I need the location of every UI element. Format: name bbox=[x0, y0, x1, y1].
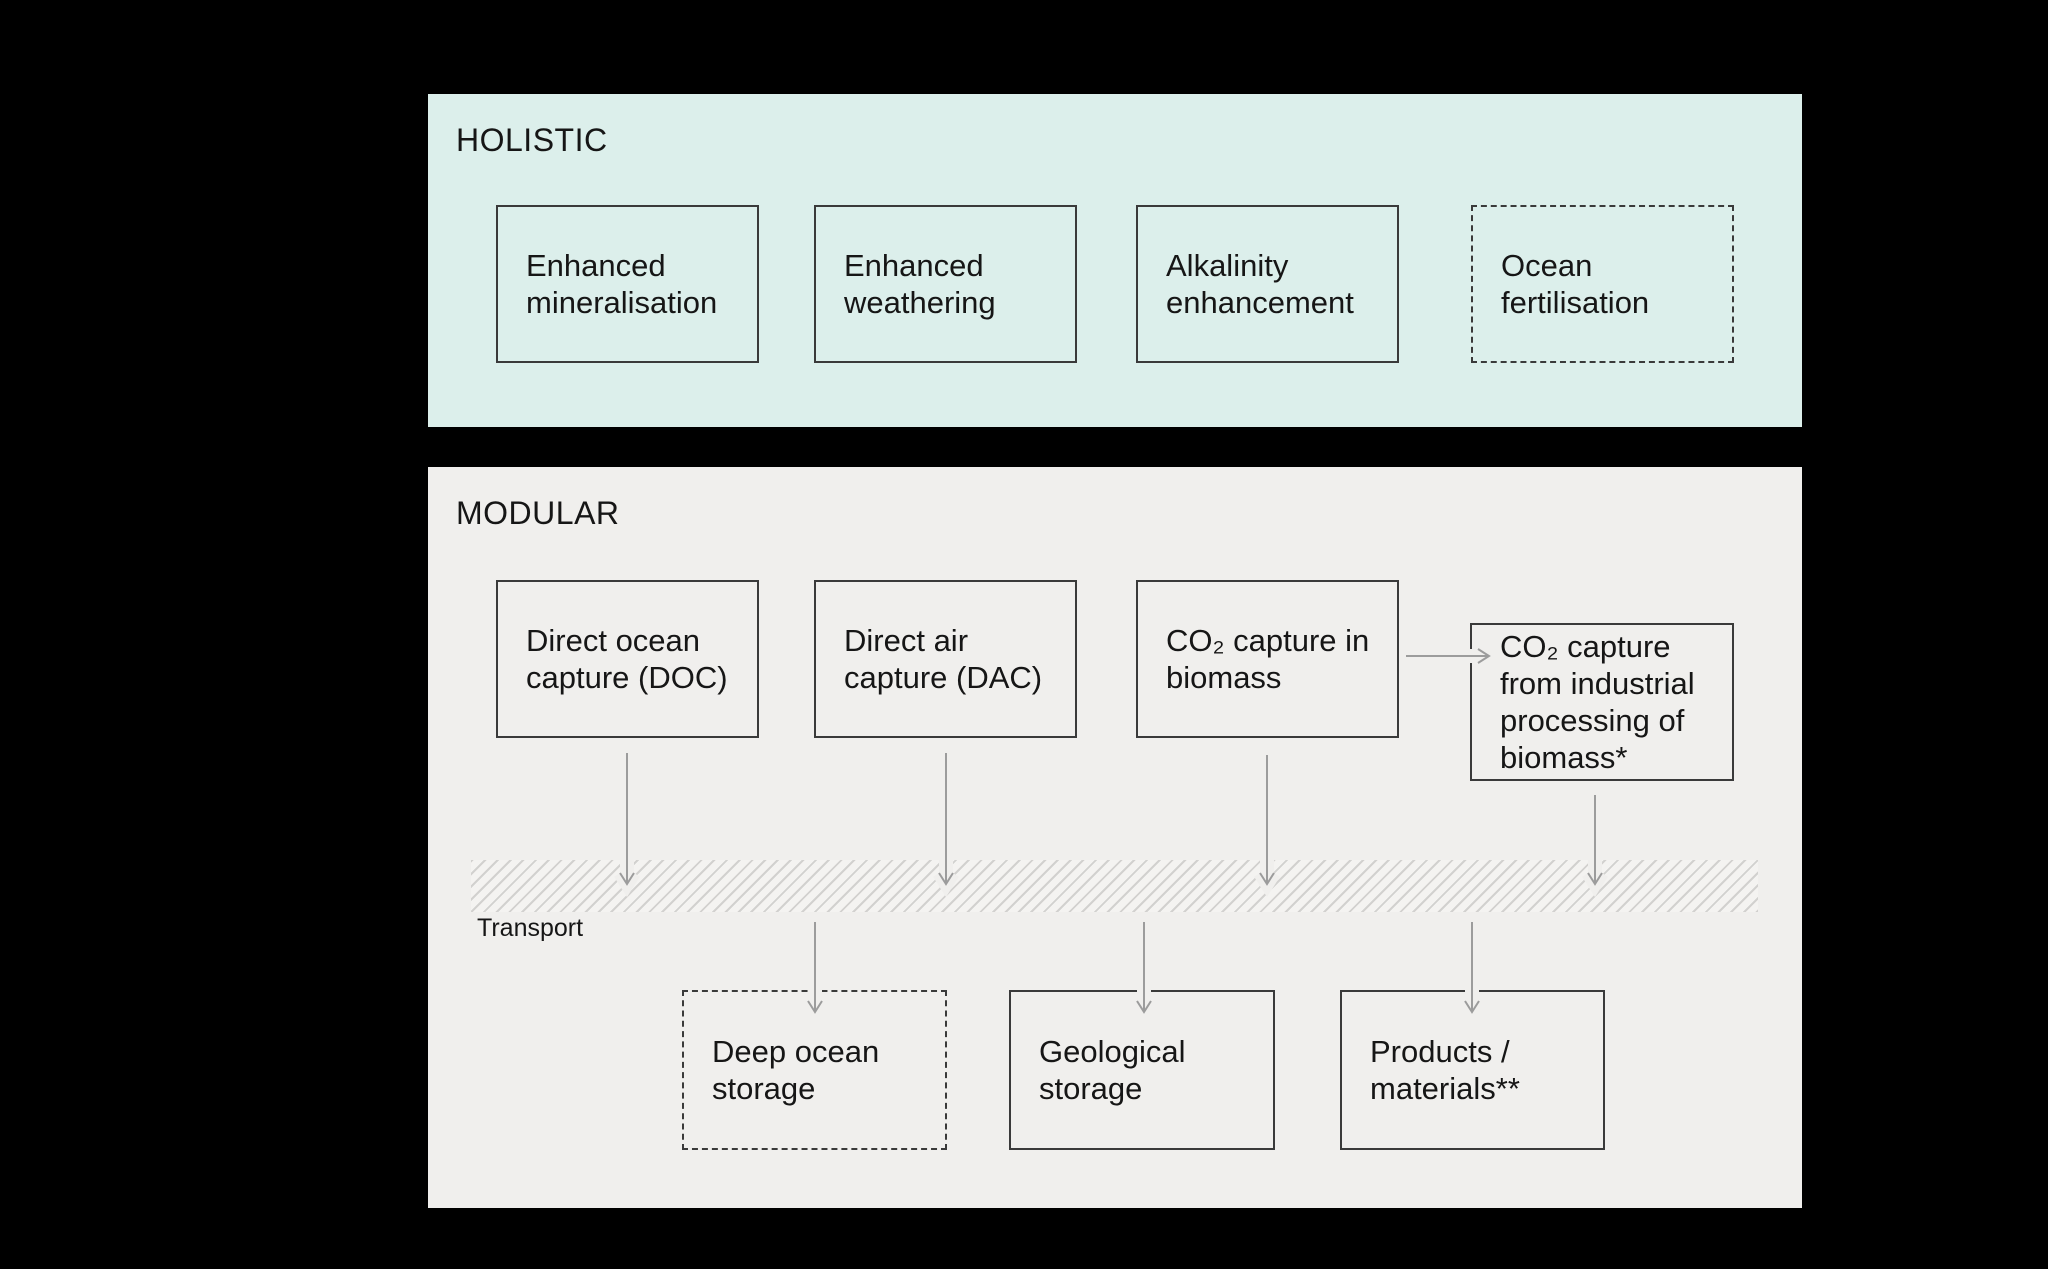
box-enhanced-weathering: Enhanced weathering bbox=[814, 205, 1077, 363]
box-label: CO₂ capture in biomass bbox=[1166, 623, 1370, 695]
box-direct-ocean-capture: Direct ocean capture (DOC) bbox=[496, 580, 759, 738]
box-label: Alkalinity enhancement bbox=[1166, 248, 1354, 320]
box-label: Enhanced mineralisation bbox=[526, 248, 718, 320]
box-deep-ocean-storage: Deep ocean storage bbox=[682, 990, 947, 1150]
box-label: Geological storage bbox=[1039, 1034, 1186, 1106]
box-label: Ocean fertilisation bbox=[1501, 248, 1650, 320]
transport-label: Transport bbox=[477, 914, 584, 942]
box-products-materials: Products / materials** bbox=[1340, 990, 1605, 1150]
box-geological-storage: Geological storage bbox=[1009, 990, 1275, 1150]
box-label: Direct air capture (DAC) bbox=[844, 623, 1043, 695]
box-direct-air-capture: Direct air capture (DAC) bbox=[814, 580, 1077, 738]
modular-panel: MODULAR bbox=[428, 467, 1802, 1208]
box-alkalinity-enhancement: Alkalinity enhancement bbox=[1136, 205, 1399, 363]
box-label: Direct ocean capture (DOC) bbox=[526, 623, 728, 695]
box-ocean-fertilisation: Ocean fertilisation bbox=[1471, 205, 1734, 363]
box-label: CO₂ capture from industrial processing o… bbox=[1500, 629, 1695, 775]
holistic-panel: HOLISTIC bbox=[428, 94, 1802, 427]
box-label: Deep ocean storage bbox=[712, 1034, 880, 1106]
box-label: Enhanced weathering bbox=[844, 248, 996, 320]
transport-band bbox=[471, 860, 1758, 912]
box-enhanced-mineralisation: Enhanced mineralisation bbox=[496, 205, 759, 363]
box-label: Products / materials** bbox=[1370, 1034, 1520, 1106]
holistic-panel-title: HOLISTIC bbox=[456, 122, 608, 158]
box-co2-capture-industrial: CO₂ capture from industrial processing o… bbox=[1470, 623, 1734, 781]
modular-panel-title: MODULAR bbox=[456, 495, 620, 531]
box-co2-capture-in-biomass: CO₂ capture in biomass bbox=[1136, 580, 1399, 738]
